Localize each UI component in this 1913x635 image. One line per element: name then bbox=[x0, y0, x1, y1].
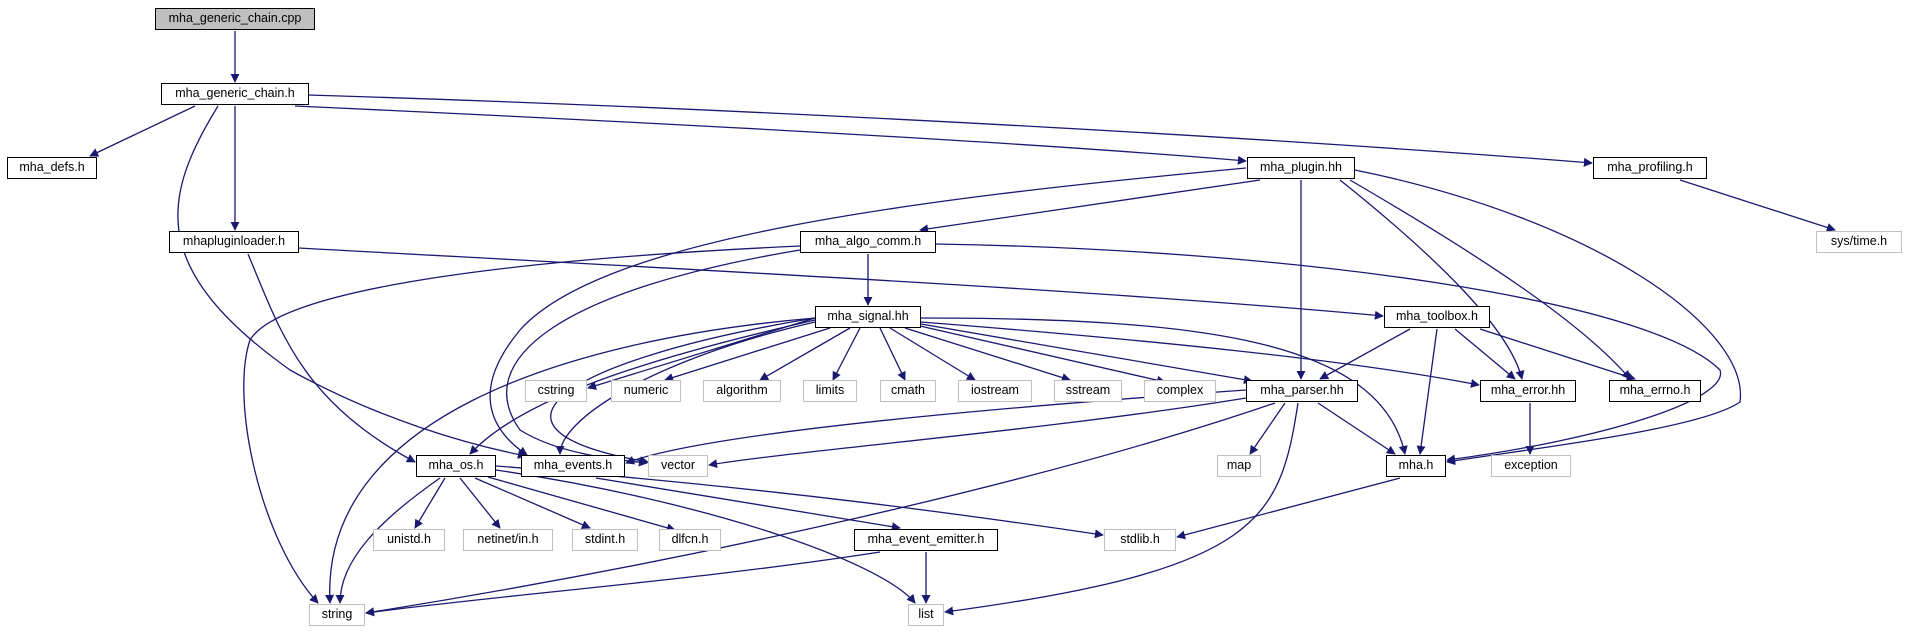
edge-chain-to-plugin bbox=[294, 105, 1247, 165]
edge-toolbox-to-error bbox=[1454, 328, 1516, 380]
edge-os-to-unistd bbox=[414, 477, 446, 529]
edge-loader-to-toolbox bbox=[298, 247, 1384, 320]
edge-plugin-to-algo bbox=[919, 179, 1261, 234]
edge-toolbox-to-mha bbox=[1416, 328, 1438, 455]
edge-parser-to-mha bbox=[1317, 402, 1396, 455]
node-mha-algo-comm-h[interactable]: mha_algo_comm.h bbox=[800, 231, 936, 253]
node-exception[interactable]: exception bbox=[1491, 455, 1571, 477]
edge-algo-to-mha bbox=[935, 243, 1722, 464]
node-algorithm[interactable]: algorithm bbox=[703, 380, 781, 402]
node-cmath[interactable]: cmath bbox=[880, 380, 936, 402]
node-mha-plugin-hh[interactable]: mha_plugin.hh bbox=[1247, 157, 1355, 179]
node-unistd-h[interactable]: unistd.h bbox=[373, 529, 445, 551]
edge-parser-to-list bbox=[944, 402, 1299, 616]
edge-chain-to-defs bbox=[89, 105, 196, 157]
edge-toolbox-to-errno bbox=[1479, 328, 1636, 381]
edge-algo-to-vector bbox=[506, 249, 801, 467]
edge-algo-to-string bbox=[243, 245, 801, 604]
edge-signal-to-complex bbox=[919, 325, 1166, 385]
node-mha-os-h[interactable]: mha_os.h bbox=[416, 455, 496, 477]
edge-plugin-to-errno bbox=[1349, 179, 1631, 380]
edge-signal-to-os bbox=[469, 319, 816, 455]
node-mha-errno-h[interactable]: mha_errno.h bbox=[1609, 380, 1701, 402]
node-mha-events-h[interactable]: mha_events.h bbox=[521, 455, 625, 477]
node-vector[interactable]: vector bbox=[648, 455, 708, 477]
edge-parser-to-map bbox=[1249, 402, 1286, 455]
node-complex[interactable]: complex bbox=[1144, 380, 1216, 402]
node-iostream[interactable]: iostream bbox=[958, 380, 1032, 402]
edge-chain-to-profiling bbox=[307, 94, 1593, 167]
edge-signal-to-cmath bbox=[879, 327, 906, 381]
node-stdint-h[interactable]: stdint.h bbox=[572, 529, 638, 551]
node-list[interactable]: list bbox=[908, 604, 944, 626]
node-mha-event-emitter-h[interactable]: mha_event_emitter.h bbox=[854, 529, 998, 551]
edge-plugin-to-events bbox=[489, 167, 1247, 456]
edge-signal-to-iostream bbox=[889, 327, 976, 381]
edge-signal-to-limits bbox=[832, 327, 861, 381]
edge-events-to-emitter bbox=[595, 477, 901, 532]
edge-plugin-to-error bbox=[1339, 179, 1525, 380]
edge-os-to-netinet bbox=[459, 477, 501, 529]
edge-os-to-string bbox=[335, 477, 441, 604]
edge-signal-to-cstring bbox=[587, 317, 816, 390]
node-mha-h[interactable]: mha.h bbox=[1386, 455, 1446, 477]
node-mha-signal-hh[interactable]: mha_signal.hh bbox=[815, 306, 921, 328]
node-cstring[interactable]: cstring bbox=[525, 380, 587, 402]
edge-signal-to-error bbox=[920, 321, 1480, 388]
edge-signal-to-parser bbox=[920, 323, 1253, 385]
node-map[interactable]: map bbox=[1217, 455, 1261, 477]
node-mha-profiling-h[interactable]: mha_profiling.h bbox=[1593, 157, 1707, 179]
edge-loader-to-os bbox=[247, 253, 416, 463]
node-limits[interactable]: limits bbox=[803, 380, 857, 402]
node-stdlib-h[interactable]: stdlib.h bbox=[1104, 529, 1176, 551]
edge-parser-to-string bbox=[365, 402, 1276, 617]
node-string[interactable]: string bbox=[309, 604, 365, 626]
edge-os-to-dlfcn bbox=[487, 476, 676, 533]
edge-profiling-to-systime bbox=[1679, 179, 1836, 232]
node-mha-defs-h[interactable]: mha_defs.h bbox=[7, 157, 97, 179]
node-dlfcn-h[interactable]: dlfcn.h bbox=[659, 529, 721, 551]
edge-parser-to-events bbox=[625, 389, 1247, 465]
edge-os-to-list bbox=[495, 469, 916, 604]
edge-mha-to-stdlib bbox=[1176, 477, 1401, 540]
edge-signal-to-string bbox=[325, 317, 816, 604]
node-sstream[interactable]: sstream bbox=[1054, 380, 1122, 402]
edge-os-to-stdint bbox=[474, 477, 591, 529]
node-mha-generic-chain-h[interactable]: mha_generic_chain.h bbox=[161, 83, 309, 105]
edge-emitter-to-string bbox=[365, 551, 881, 617]
node-numeric[interactable]: numeric bbox=[611, 380, 681, 402]
edge-signal-to-algorithm bbox=[759, 327, 851, 381]
edge-toolbox-to-parser bbox=[1319, 328, 1411, 380]
edge-signal-to-mha bbox=[920, 317, 1408, 455]
edge-signal-to-numeric bbox=[664, 327, 831, 382]
edge-plugin-to-mha bbox=[1354, 169, 1742, 466]
node-mha-error-hh[interactable]: mha_error.hh bbox=[1480, 380, 1576, 402]
edge-parser-to-vector bbox=[708, 397, 1247, 469]
node-mha-toolbox-h[interactable]: mha_toolbox.h bbox=[1384, 306, 1490, 328]
edge-chain-to-events bbox=[177, 105, 527, 459]
node-mha-parser-hh[interactable]: mha_parser.hh bbox=[1246, 380, 1358, 402]
edge-signal-to-sstream bbox=[904, 327, 1071, 382]
node-sys-time-h[interactable]: sys/time.h bbox=[1816, 231, 1902, 253]
node-mhapluginloader-h[interactable]: mhapluginloader.h bbox=[169, 231, 299, 253]
node-netinet-in-h[interactable]: netinet/in.h bbox=[463, 529, 553, 551]
node-mha-generic-chain-cpp[interactable]: mha_generic_chain.cpp bbox=[155, 8, 315, 30]
